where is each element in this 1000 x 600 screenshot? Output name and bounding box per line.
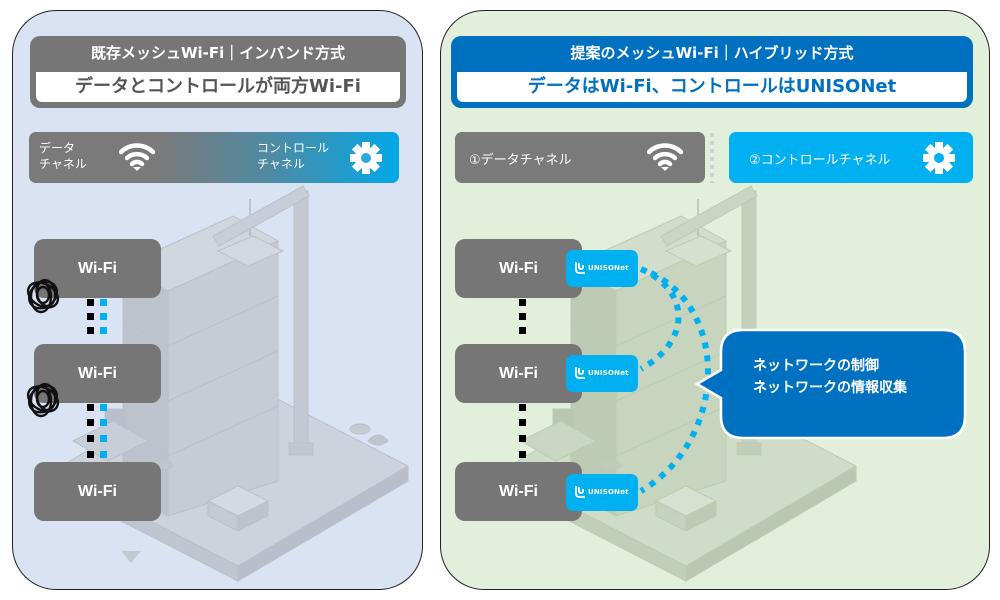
- control-channel-label-line1: コントロール: [257, 141, 330, 155]
- data-link-dot: [519, 419, 526, 426]
- inband-title: 既存メッシュWi-Fi｜インバンド方式: [90, 44, 346, 62]
- inband-subtitle: データとコントロールが両方Wi-Fi: [36, 72, 400, 102]
- hybrid-subtitle: データはWi-Fi、コントロールはUNISONet: [457, 72, 967, 102]
- unisonet-logo-icon: [575, 367, 585, 379]
- unisonet-logo-icon: [575, 262, 585, 274]
- gear-icon: [350, 142, 382, 174]
- hybrid-title: 提案のメッシュWi-Fi｜ハイブリッド方式: [570, 44, 854, 62]
- data-link-dot: [87, 435, 94, 442]
- data-link-dot: [519, 404, 526, 411]
- control-link-dot: [100, 299, 107, 306]
- data-link-dot: [87, 313, 94, 320]
- data-link-dot: [87, 451, 94, 458]
- interference-icon: [26, 382, 60, 418]
- control-link-dot: [100, 419, 107, 426]
- wifi-node-2: Wi-Fi: [455, 344, 582, 403]
- data-channel-label: ①データチャネル: [469, 153, 572, 168]
- callout-line-collect: ネットワークの情報収集: [753, 380, 907, 396]
- data-channel-bar: ①データチャネル: [455, 132, 705, 183]
- data-link-dot: [87, 404, 94, 411]
- control-channel-label: コントロール チャネル: [257, 140, 329, 172]
- unisonet-badge-1: UNISONet: [566, 250, 638, 287]
- unisonet-link-1-2: [639, 266, 682, 372]
- wifi-icon: [647, 143, 683, 171]
- construction-site-illustration: [51, 185, 410, 582]
- unisonet-label: UNISONet: [588, 264, 629, 272]
- wifi-node-1: Wi-Fi: [455, 239, 582, 298]
- data-link-dot: [519, 327, 526, 334]
- unisonet-label: UNISONet: [588, 369, 629, 377]
- data-link-dot: [519, 299, 526, 306]
- unisonet-badge-3: UNISONet: [566, 474, 638, 511]
- control-link-dot: [100, 327, 107, 334]
- unisonet-control-links: [639, 266, 711, 494]
- data-link-dot: [519, 451, 526, 458]
- callout-line-control: ネットワークの制御: [753, 358, 879, 374]
- unisonet-logo-icon: [575, 486, 585, 498]
- inband-mesh-panel: 既存メッシュWi-Fi｜インバンド方式 データとコントロールが両方Wi-Fi デ…: [12, 10, 423, 590]
- data-link-dot: [87, 327, 94, 334]
- wifi-node-3: Wi-Fi: [34, 462, 161, 521]
- data-channel-label-line2: チャネル: [39, 157, 87, 171]
- unisonet-link-1-3: [639, 270, 711, 494]
- construction-site-illustration: [499, 133, 858, 582]
- data-channel-label: データ チャネル: [39, 140, 87, 172]
- unisonet-badge-2: UNISONet: [566, 355, 638, 392]
- hybrid-header: 提案のメッシュWi-Fi｜ハイブリッド方式 データはWi-Fi、コントロールはU…: [451, 36, 973, 108]
- data-link-dot: [87, 419, 94, 426]
- interference-icon: [26, 278, 60, 314]
- control-channel-bar: ②コントロールチャネル: [729, 132, 973, 183]
- hybrid-mesh-panel: 提案のメッシュWi-Fi｜ハイブリッド方式 データはWi-Fi、コントロールはU…: [440, 10, 990, 590]
- wifi-icon: [119, 143, 155, 171]
- combined-channel-bar: データ チャネル コントロール チャネル: [29, 132, 399, 183]
- data-link-dot: [519, 435, 526, 442]
- wifi-node-3: Wi-Fi: [455, 462, 582, 521]
- control-link-dot: [100, 404, 107, 411]
- callout-text: ネットワークの制御 ネットワークの情報収集: [753, 355, 907, 399]
- data-link-dot: [87, 299, 94, 306]
- control-link-dot: [100, 451, 107, 458]
- unisonet-label: UNISONet: [588, 488, 629, 496]
- gear-icon: [923, 142, 955, 174]
- control-link-dot: [100, 313, 107, 320]
- data-link-dot: [519, 313, 526, 320]
- control-channel-label-line2: チャネル: [257, 157, 305, 171]
- control-channel-label: ②コントロールチャネル: [749, 153, 891, 168]
- callout-bubble: [694, 328, 967, 440]
- data-channel-label-line1: データ: [39, 141, 76, 155]
- inband-header: 既存メッシュWi-Fi｜インバンド方式 データとコントロールが両方Wi-Fi: [30, 36, 406, 108]
- control-link-dot: [100, 435, 107, 442]
